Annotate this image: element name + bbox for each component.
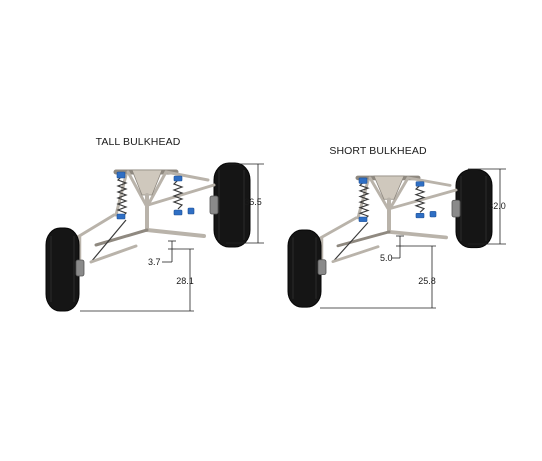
- vehicle-illustration: [46, 163, 250, 311]
- diagram-title: SHORT BULKHEAD: [329, 145, 427, 157]
- diagram-title: TALL BULKHEAD: [96, 136, 181, 148]
- vehicle-illustration: [288, 170, 492, 308]
- dimension-offset: 5.0: [380, 235, 404, 263]
- dimension-ground: 28.1: [80, 248, 194, 312]
- diagram-short-bulkhead: SHORT BULKHEAD 32.0 5.0 25.8: [288, 145, 506, 308]
- dimension-height: 32.0: [468, 168, 506, 245]
- diagram-tall-bulkhead: TALL BULKHEAD 36.5 3.7 28.1: [46, 136, 264, 311]
- svg-text:3.7: 3.7: [148, 257, 161, 267]
- svg-text:36.5: 36.5: [244, 197, 262, 207]
- dimension-offset: 3.7: [148, 240, 176, 267]
- dimension-height: 36.5: [226, 163, 264, 244]
- svg-text:28.1: 28.1: [176, 276, 194, 286]
- svg-text:32.0: 32.0: [488, 201, 506, 211]
- svg-text:25.8: 25.8: [418, 276, 436, 286]
- svg-text:5.0: 5.0: [380, 253, 393, 263]
- dimension-ground: 25.8: [320, 245, 436, 309]
